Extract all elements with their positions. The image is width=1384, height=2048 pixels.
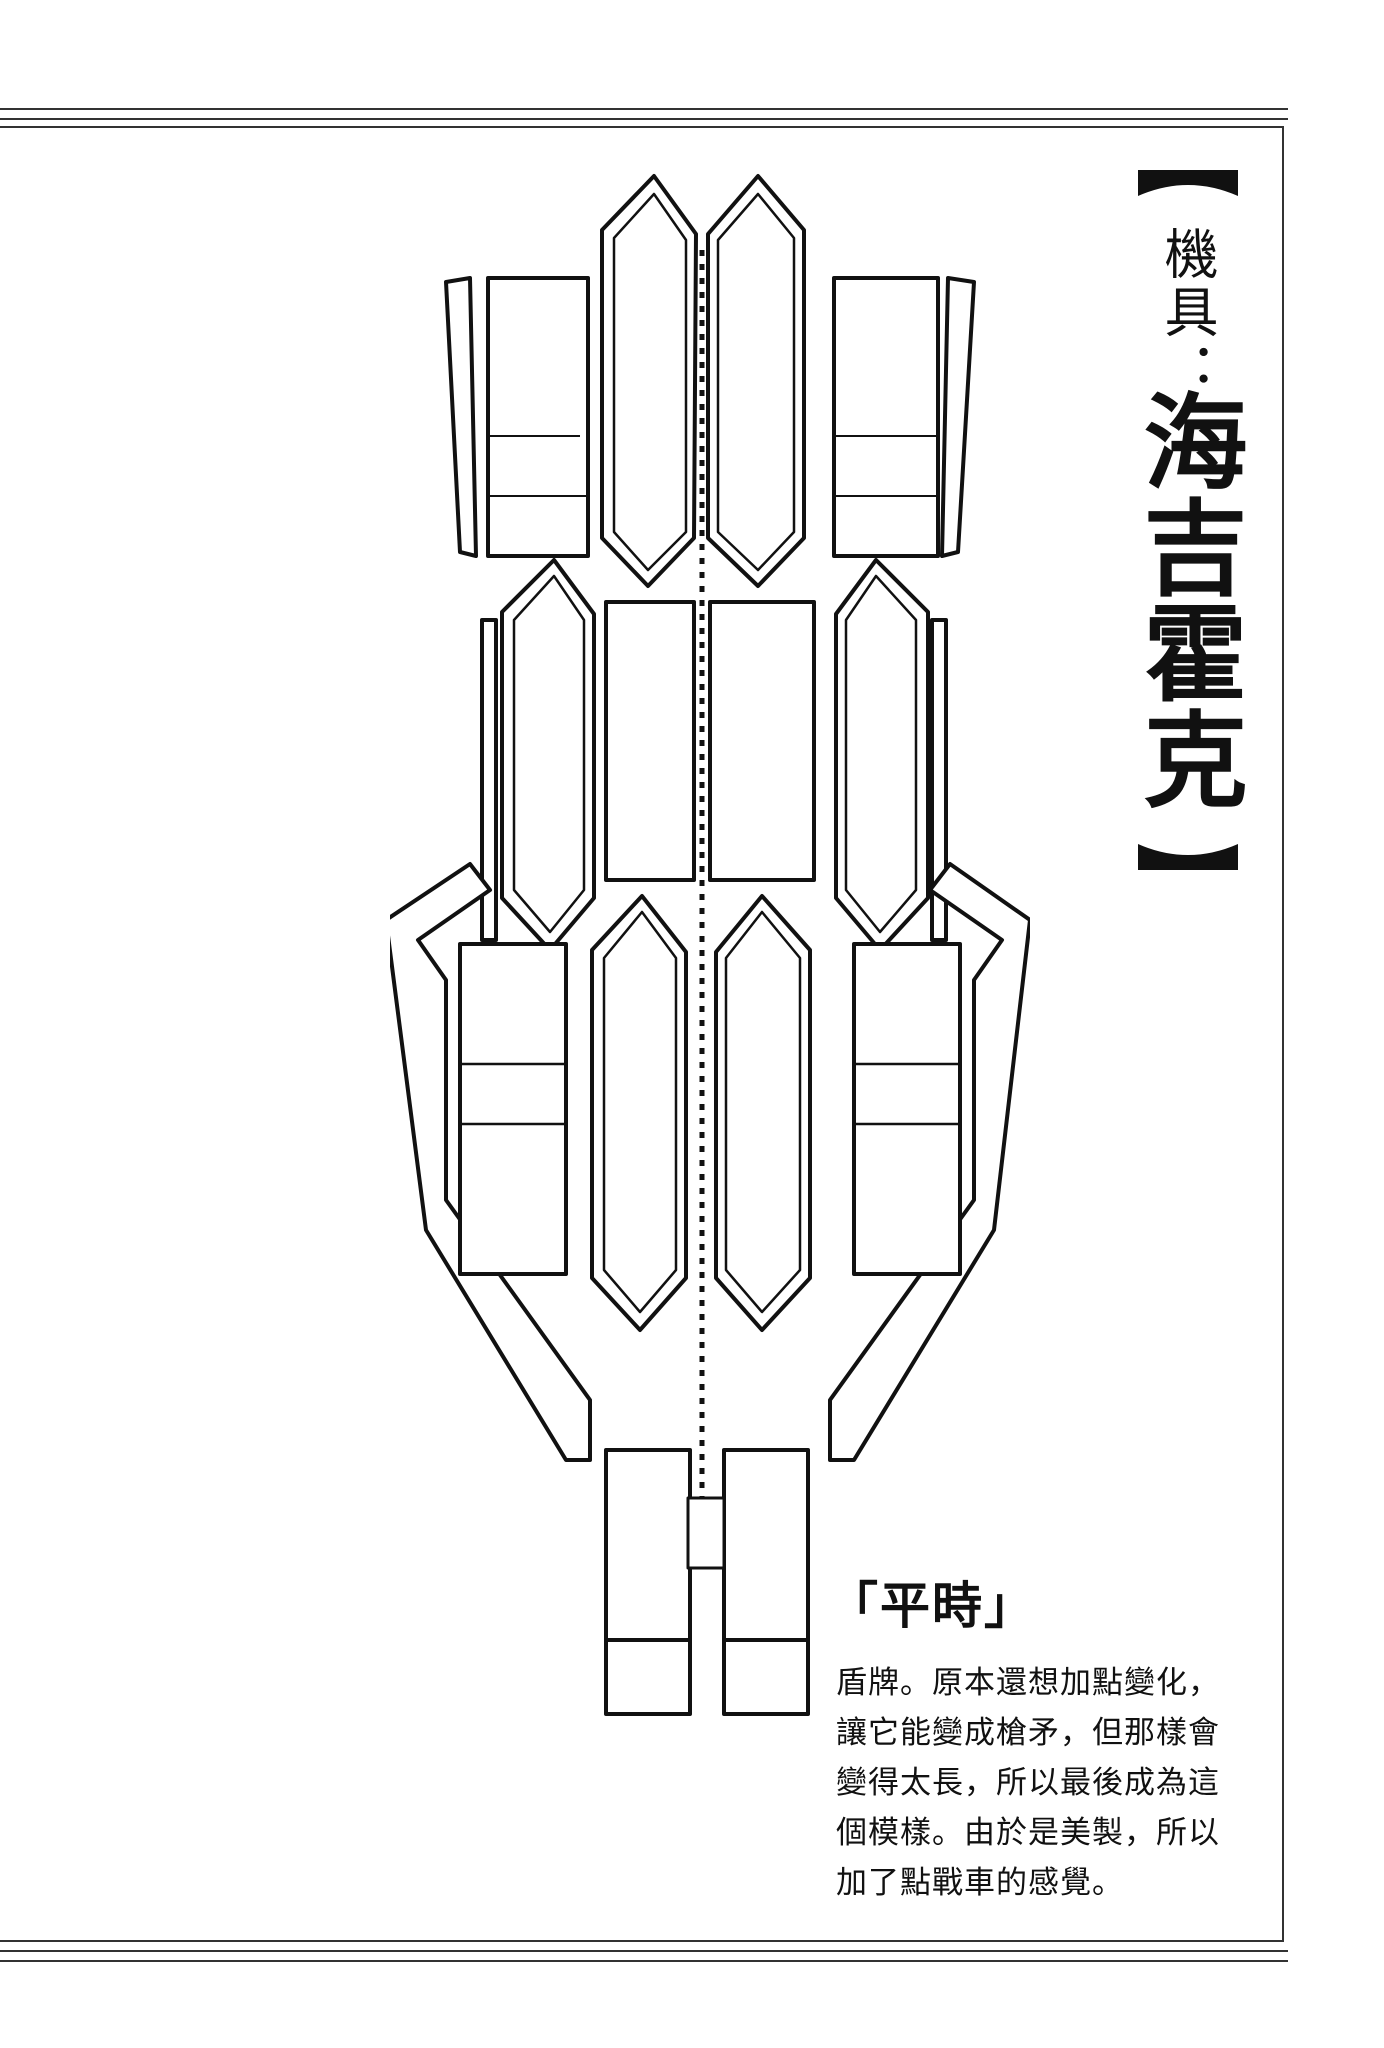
caption-heading: 「平時」	[828, 1576, 1036, 1635]
page-frame	[0, 126, 1284, 1942]
top-rule-outer	[0, 108, 1288, 110]
bottom-rule-outer	[0, 1960, 1288, 1962]
lower-left-blade	[590, 894, 688, 1332]
top-right-blade	[706, 174, 806, 588]
title-prefix: 機具：	[1155, 226, 1218, 400]
right-leg	[722, 1448, 810, 1716]
bottom-rule-inner	[0, 1950, 1288, 1952]
mid-center-right-plate	[708, 600, 816, 882]
mid-left-rail	[480, 618, 498, 942]
top-rule-inner	[0, 118, 1288, 120]
top-left-blade	[600, 174, 698, 588]
caption-body: 盾牌。原本還想加點變化，讓它能變成槍矛，但那樣會變得太長，所以最後成為這個模樣。…	[836, 1665, 1220, 1901]
top-left-pod	[486, 276, 590, 558]
title-bracket-bottom	[1138, 844, 1238, 870]
mid-center-left-plate	[604, 600, 696, 882]
mid-left-blade	[500, 558, 596, 952]
vertical-title: 機具： 海吉霍克	[1125, 170, 1248, 870]
lower-right-blade	[714, 894, 812, 1332]
title-bracket-top	[1138, 170, 1238, 196]
lower-left-pod	[458, 942, 568, 1276]
caption-block: 「平時」 盾牌。原本還想加點變化，讓它能變成槍矛，但那樣會變得太長，所以最後成為…	[828, 1566, 1256, 1908]
lower-right-pod	[852, 942, 962, 1276]
top-right-pod	[832, 276, 940, 558]
lower-right-arm	[828, 862, 1030, 1462]
shield-mech-illustration	[390, 174, 1030, 1716]
left-leg	[604, 1448, 692, 1716]
title-name: 海吉霍克	[1125, 388, 1248, 812]
mid-right-blade	[834, 558, 930, 952]
top-left-pod-fin	[444, 276, 478, 558]
lower-left-arm	[390, 862, 592, 1462]
center-joint	[686, 1496, 726, 1570]
